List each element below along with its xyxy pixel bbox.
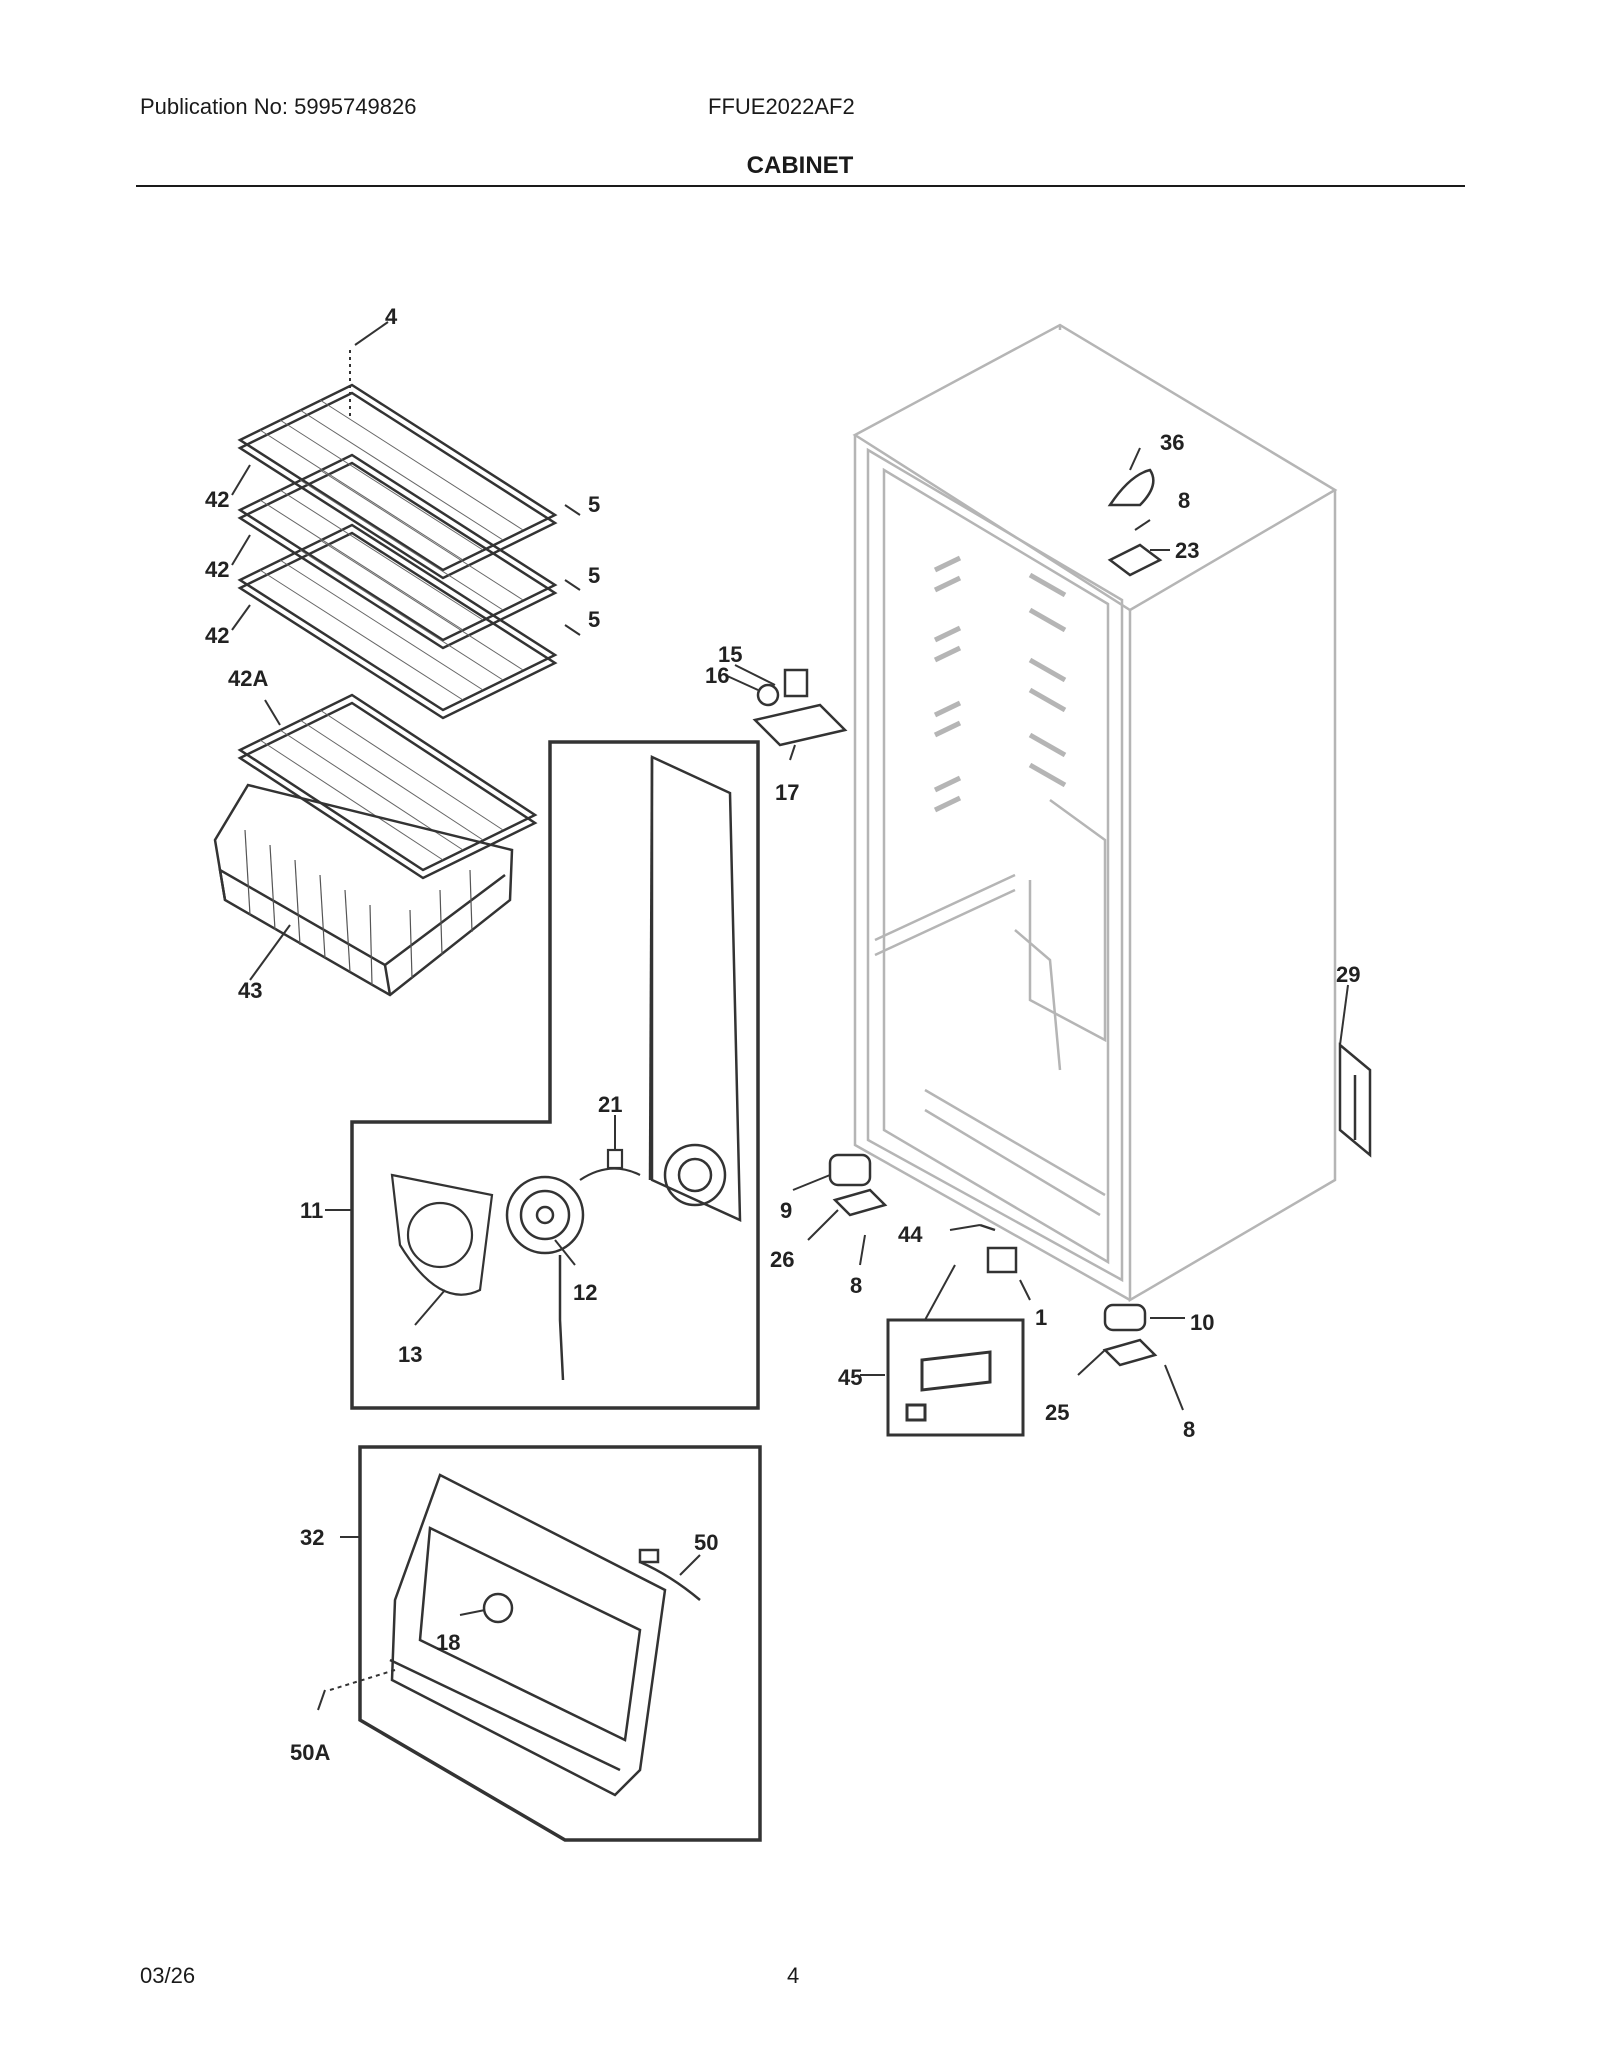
callout-16: 16 [705, 663, 729, 688]
callout-21: 21 [598, 1092, 622, 1117]
callout-12: 12 [573, 1280, 597, 1305]
callout-15: 15 [718, 642, 742, 667]
callout-26: 26 [770, 1247, 794, 1272]
wire-shelf-2 [237, 453, 558, 650]
callout-42-low: 42 [205, 623, 229, 648]
top-hinge-cover [1107, 468, 1163, 577]
kickplate-harness [638, 1548, 701, 1601]
callout-17: 17 [775, 780, 799, 805]
fan-motor [505, 1175, 585, 1381]
header-rule [136, 185, 1465, 187]
callout-18: 18 [436, 1630, 460, 1655]
callout-50A: 50A [290, 1740, 330, 1765]
kickplate-box [358, 1445, 762, 1842]
callout-11: 11 [300, 1198, 323, 1223]
bottom-hinge-left [828, 1153, 888, 1217]
cabinet-shell [852, 323, 1338, 1303]
wire-basket [213, 783, 514, 997]
callout-42-mid: 42 [205, 557, 229, 582]
callout-50: 50 [694, 1530, 718, 1555]
footer-date: 03/26 [140, 1963, 196, 1988]
callout-44: 44 [898, 1222, 923, 1247]
callout-32: 32 [300, 1525, 324, 1550]
wire-shelf-42a [237, 693, 538, 880]
page-number: 4 [787, 1963, 800, 1988]
callout-5-low: 5 [588, 607, 600, 632]
page-title: CABINET [746, 152, 854, 179]
wire-shelf-1 [237, 383, 558, 580]
rear-bracket [1338, 1042, 1372, 1158]
callout-45: 45 [838, 1365, 862, 1390]
callout-8-mid: 8 [850, 1273, 862, 1298]
callout-5-mid: 5 [588, 563, 600, 588]
callout-9: 9 [780, 1198, 792, 1223]
callout-36: 36 [1160, 430, 1184, 455]
callout-5-top: 5 [588, 492, 600, 517]
shelf-wire-lines [259, 399, 524, 861]
door-switch [979, 1223, 1018, 1274]
kickplate [389, 1473, 667, 1797]
shelf-set [237, 383, 558, 880]
callout-25: 25 [1045, 1400, 1069, 1425]
model-number: FFUE2022AF2 [708, 94, 855, 119]
callout-labels: 4 42 42 42 42A 5 5 5 43 36 8 23 15 16 17… [205, 304, 1360, 1765]
leader-lines [231, 321, 1349, 1711]
fan-harness [579, 1148, 641, 1181]
callout-10: 10 [1190, 1310, 1214, 1335]
cabinet-shelf-ribs [933, 555, 1067, 813]
callout-1: 1 [1035, 1305, 1047, 1330]
evaporator-cover [648, 755, 742, 1222]
callout-42-top: 42 [205, 487, 229, 512]
callout-29: 29 [1336, 962, 1360, 987]
callout-4: 4 [385, 304, 398, 329]
basket-wires [244, 829, 473, 986]
light-housing [752, 668, 848, 747]
fan-shroud [390, 1173, 494, 1296]
publication-number: Publication No: 5995749826 [140, 94, 417, 119]
switch-detail-box [886, 1318, 1025, 1437]
callout-43: 43 [238, 978, 262, 1003]
callout-42A: 42A [228, 666, 268, 691]
fan-assembly-box [350, 740, 760, 1410]
callout-8-low: 8 [1183, 1417, 1195, 1442]
callout-23: 23 [1175, 538, 1199, 563]
callout-8-top: 8 [1178, 488, 1190, 513]
bottom-hinge-right [1102, 1303, 1158, 1367]
callout-13: 13 [398, 1342, 422, 1367]
wire-shelf-3 [237, 523, 558, 720]
